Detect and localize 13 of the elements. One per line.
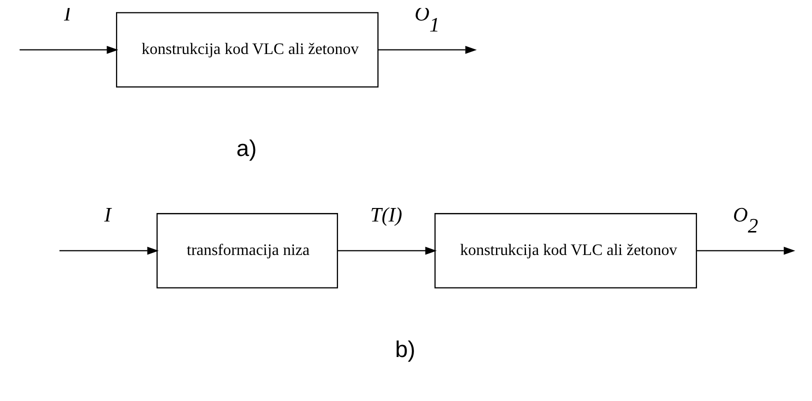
arrow	[19, 46, 118, 54]
node-box: konstrukcija kod VLC ali žetonov	[116, 12, 378, 88]
edge-label: I	[63, 4, 70, 26]
node-box: konstrukcija kod VLC ali žetonov	[434, 213, 696, 288]
arrow	[58, 246, 158, 255]
label: b)	[394, 336, 415, 362]
arrow	[378, 46, 476, 54]
label: a)	[236, 134, 256, 161]
edge-label: I	[104, 204, 111, 227]
arrow	[337, 246, 436, 255]
node-box: transformacija niza	[156, 213, 338, 288]
arrow	[696, 246, 795, 255]
edge-label: T(I)	[370, 204, 402, 227]
